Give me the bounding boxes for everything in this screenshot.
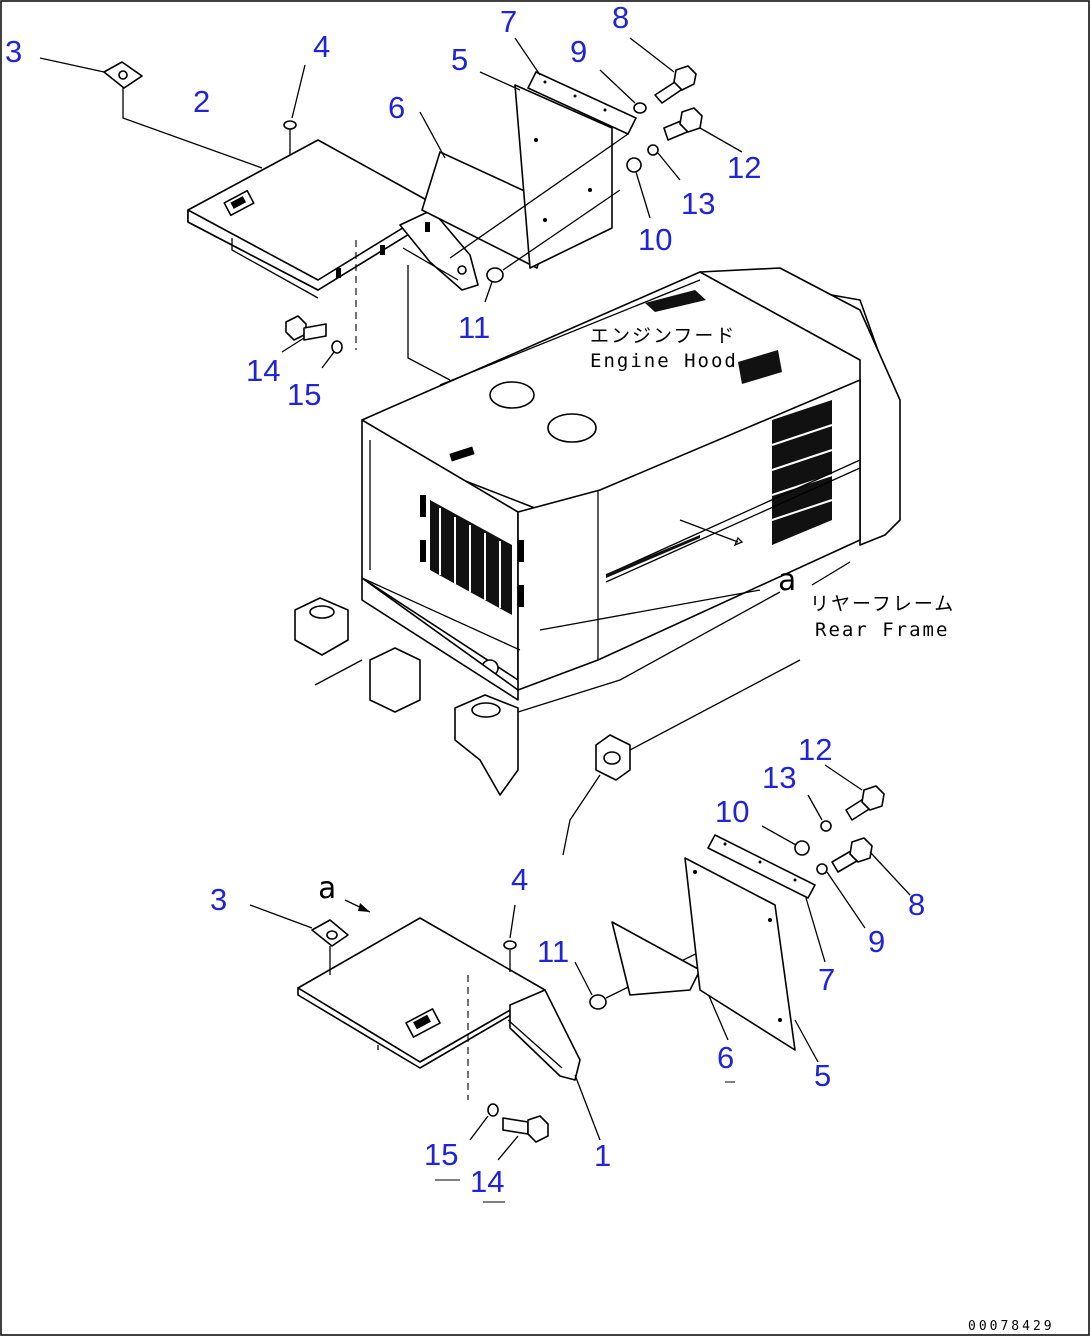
cover-plate-lower <box>297 917 601 1141</box>
washer-13-upper <box>647 144 681 181</box>
callout-5-top: 5 <box>451 42 468 77</box>
callout-12-top: 12 <box>727 150 761 185</box>
rear-frame-label-en: Rear Frame <box>815 619 949 641</box>
callout-14-bottom: 14 <box>470 1164 504 1199</box>
pin-upper <box>283 64 306 155</box>
bolt-8-upper <box>629 37 697 104</box>
cover-plate-upper <box>187 139 479 299</box>
engine-hood-label-jp: エンジンフード <box>590 325 736 347</box>
callout-7-bottom: 7 <box>818 962 835 997</box>
callout-12-bottom: 12 <box>798 732 832 767</box>
callout-11-bottom: 11 <box>537 934 569 969</box>
callout-10-bottom: 10 <box>715 794 749 829</box>
pin-lower <box>467 904 517 1100</box>
rear-frame-label-jp: リヤーフレーム <box>810 593 955 615</box>
callout-1: 1 <box>594 1138 611 1173</box>
hinge-plate-lower <box>249 904 349 975</box>
bolt-12-upper <box>663 107 743 153</box>
callout-9-bottom: 9 <box>868 924 885 959</box>
callout-3-bottom: 3 <box>210 882 227 917</box>
strap-lower <box>707 834 826 963</box>
washer-13-lower <box>807 794 832 832</box>
bolt-washer-upper <box>281 240 357 369</box>
callout-8-top: 8 <box>612 0 629 35</box>
callout-5-bottom: 5 <box>814 1058 831 1093</box>
callout-4-bottom: 4 <box>511 862 528 897</box>
side-plate-upper <box>479 71 613 269</box>
callout-4-top: 4 <box>313 29 330 64</box>
ref-arrow-lower <box>344 899 371 913</box>
callout-13-top: 13 <box>681 186 715 221</box>
callout-15-top: 15 <box>287 377 321 412</box>
callout-6-bottom: 6 <box>717 1040 734 1075</box>
callout-9-top: 9 <box>570 34 587 69</box>
reference-code: 00078429 <box>968 1319 1055 1334</box>
washer-10-lower <box>761 825 810 856</box>
callout-11-top: 11 <box>458 310 490 345</box>
seal-plate-upper <box>419 111 556 269</box>
callout-10-top: 10 <box>638 222 672 257</box>
callout-2: 2 <box>193 84 210 119</box>
engine-hood <box>294 265 901 796</box>
washer-9-lower <box>816 863 866 929</box>
nut-11-upper <box>484 189 621 303</box>
bolt-8-lower <box>831 837 911 896</box>
callout-14-top: 14 <box>246 353 280 388</box>
bolt-12-lower <box>824 764 885 821</box>
ref-a-top: a <box>778 563 798 598</box>
side-plate-lower <box>684 857 819 1063</box>
callout-8-bottom: 8 <box>908 887 925 922</box>
engine-hood-label-en: Engine Hood <box>590 350 738 372</box>
rear-frame-mount <box>562 659 801 856</box>
bolt-washer-lower <box>469 1103 549 1161</box>
ref-a-bottom: a <box>318 871 338 906</box>
callout-3-top: 3 <box>5 34 22 69</box>
washer-9-upper <box>599 69 647 114</box>
strap-upper <box>449 37 637 259</box>
washer-10-upper <box>626 157 651 219</box>
callout-7-top: 7 <box>500 4 517 39</box>
callout-13-bottom: 13 <box>762 760 796 795</box>
callout-15-bottom: 15 <box>424 1137 458 1172</box>
callout-6-top: 6 <box>388 90 405 125</box>
hinge-plate-upper <box>39 57 263 169</box>
